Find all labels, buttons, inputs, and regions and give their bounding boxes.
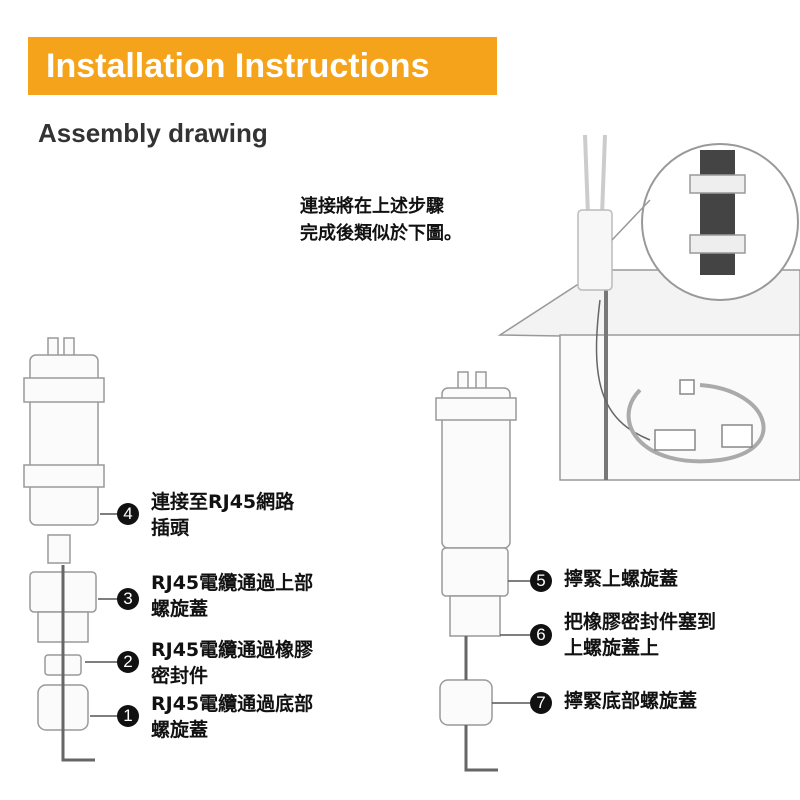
step-number: 5 <box>530 570 552 592</box>
page-title-banner: Installation Instructions <box>28 37 497 95</box>
right-assembled-device <box>435 371 530 772</box>
step-text: 擰緊底部螺旋蓋 <box>564 690 698 712</box>
step-text: RJ45電纜通過橡膠 密封件 <box>151 639 314 687</box>
step-number: 1 <box>117 705 139 727</box>
step-text: 擰緊上螺旋蓋 <box>564 568 679 590</box>
completion-note: 連接將在上述步驟 完成後類似於下圖。 <box>300 193 462 247</box>
section-heading: Assembly drawing <box>38 118 268 148</box>
step-1: 1 RJ45電纜通過底部 螺旋蓋 <box>117 693 313 743</box>
step-text: 把橡膠密封件塞到 上螺旋蓋上 <box>564 611 717 659</box>
step-text: 連接至RJ45網路 插頭 <box>151 491 295 539</box>
note-line: 完成後類似於下圖。 <box>300 223 462 244</box>
step-text: RJ45電纜通過底部 螺旋蓋 <box>151 693 314 741</box>
step-text: RJ45電纜通過上部 螺旋蓋 <box>151 572 314 620</box>
step-number: 3 <box>117 588 139 610</box>
step-5: 5 擰緊上螺旋蓋 <box>530 568 678 592</box>
step-6: 6 把橡膠密封件塞到 上螺旋蓋上 <box>530 611 716 661</box>
step-2: 2 RJ45電纜通過橡膠 密封件 <box>117 639 313 689</box>
step-4: 4 連接至RJ45網路 插頭 <box>117 491 294 541</box>
house-illustration <box>497 260 800 481</box>
mounted-access-point-illustration <box>577 134 799 301</box>
step-number: 2 <box>117 651 139 673</box>
step-number: 7 <box>530 692 552 714</box>
step-7: 7 擰緊底部螺旋蓋 <box>530 690 697 714</box>
left-exploded-device <box>23 337 118 762</box>
step-number: 6 <box>530 624 552 646</box>
step-3: 3 RJ45電纜通過上部 螺旋蓋 <box>117 572 313 622</box>
step-number: 4 <box>117 503 139 525</box>
note-line: 連接將在上述步驟 <box>300 196 444 217</box>
